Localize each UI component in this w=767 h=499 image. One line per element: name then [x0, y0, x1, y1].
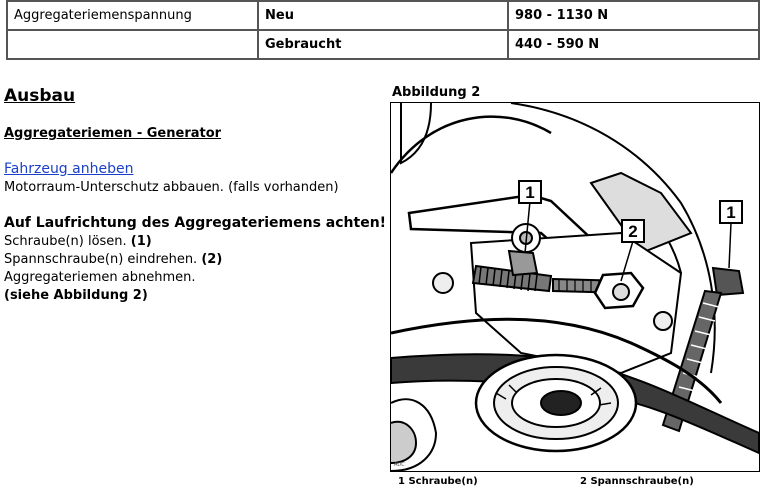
step-loosen: Schraube(n) lösen. (1) [4, 234, 152, 249]
sub-heading: Aggregateriemen - Generator [4, 126, 222, 141]
section-heading: Ausbau [4, 86, 76, 106]
spec-condition: Gebraucht [257, 29, 509, 60]
spec-label: Aggregateriemenspannung [6, 0, 259, 31]
step-tension: Spannschraube(n) eindrehen. (2) [4, 252, 222, 267]
figure-watermark: ADC [394, 462, 405, 468]
spec-condition: Neu [257, 0, 509, 31]
spec-value: 980 - 1130 N [507, 0, 760, 31]
step-ref: (2) [201, 252, 223, 267]
svg-text:2: 2 [628, 222, 637, 241]
table-row: Aggregateriemenspannung Neu 980 - 1130 N [6, 0, 760, 31]
figure-illustration: 1 2 1 ADC [390, 102, 760, 472]
step-remove-belt: Aggregateriemen abnehmen. [4, 270, 195, 285]
spec-value: 440 - 590 N [507, 29, 760, 60]
figure-title: Abbildung 2 [392, 85, 481, 100]
callout-1-left: 1 [518, 180, 542, 204]
caption-tension-screw: 2 Spannschraube(n) [580, 476, 694, 487]
step-ref: (1) [130, 234, 152, 249]
callout-1-right: 1 [719, 200, 743, 224]
table-row: Gebraucht 440 - 590 N [6, 29, 760, 60]
warning-text: Auf Laufrichtung des Aggregateriemens ac… [4, 215, 387, 231]
callout-2: 2 [621, 219, 645, 243]
svg-text:1: 1 [525, 183, 534, 202]
step-text: Schraube(n) lösen. [4, 234, 131, 249]
spec-table: Aggregateriemenspannung Neu 980 - 1130 N… [6, 0, 760, 60]
see-figure-ref: (siehe Abbildung 2) [4, 288, 148, 303]
caption-screw: 1 Schraube(n) [398, 476, 478, 487]
spec-label [6, 29, 259, 60]
belt-tensioner-drawing: 1 2 1 ADC [391, 103, 759, 471]
vehicle-lift-link[interactable]: Fahrzeug anheben [4, 161, 134, 177]
step-text: Spannschraube(n) eindrehen. [4, 252, 202, 267]
svg-text:1: 1 [726, 203, 735, 222]
step-underbody: Motorraum-Unterschutz abbauen. (falls vo… [4, 180, 339, 195]
step-text: Aggregateriemen abnehmen. [4, 270, 196, 285]
